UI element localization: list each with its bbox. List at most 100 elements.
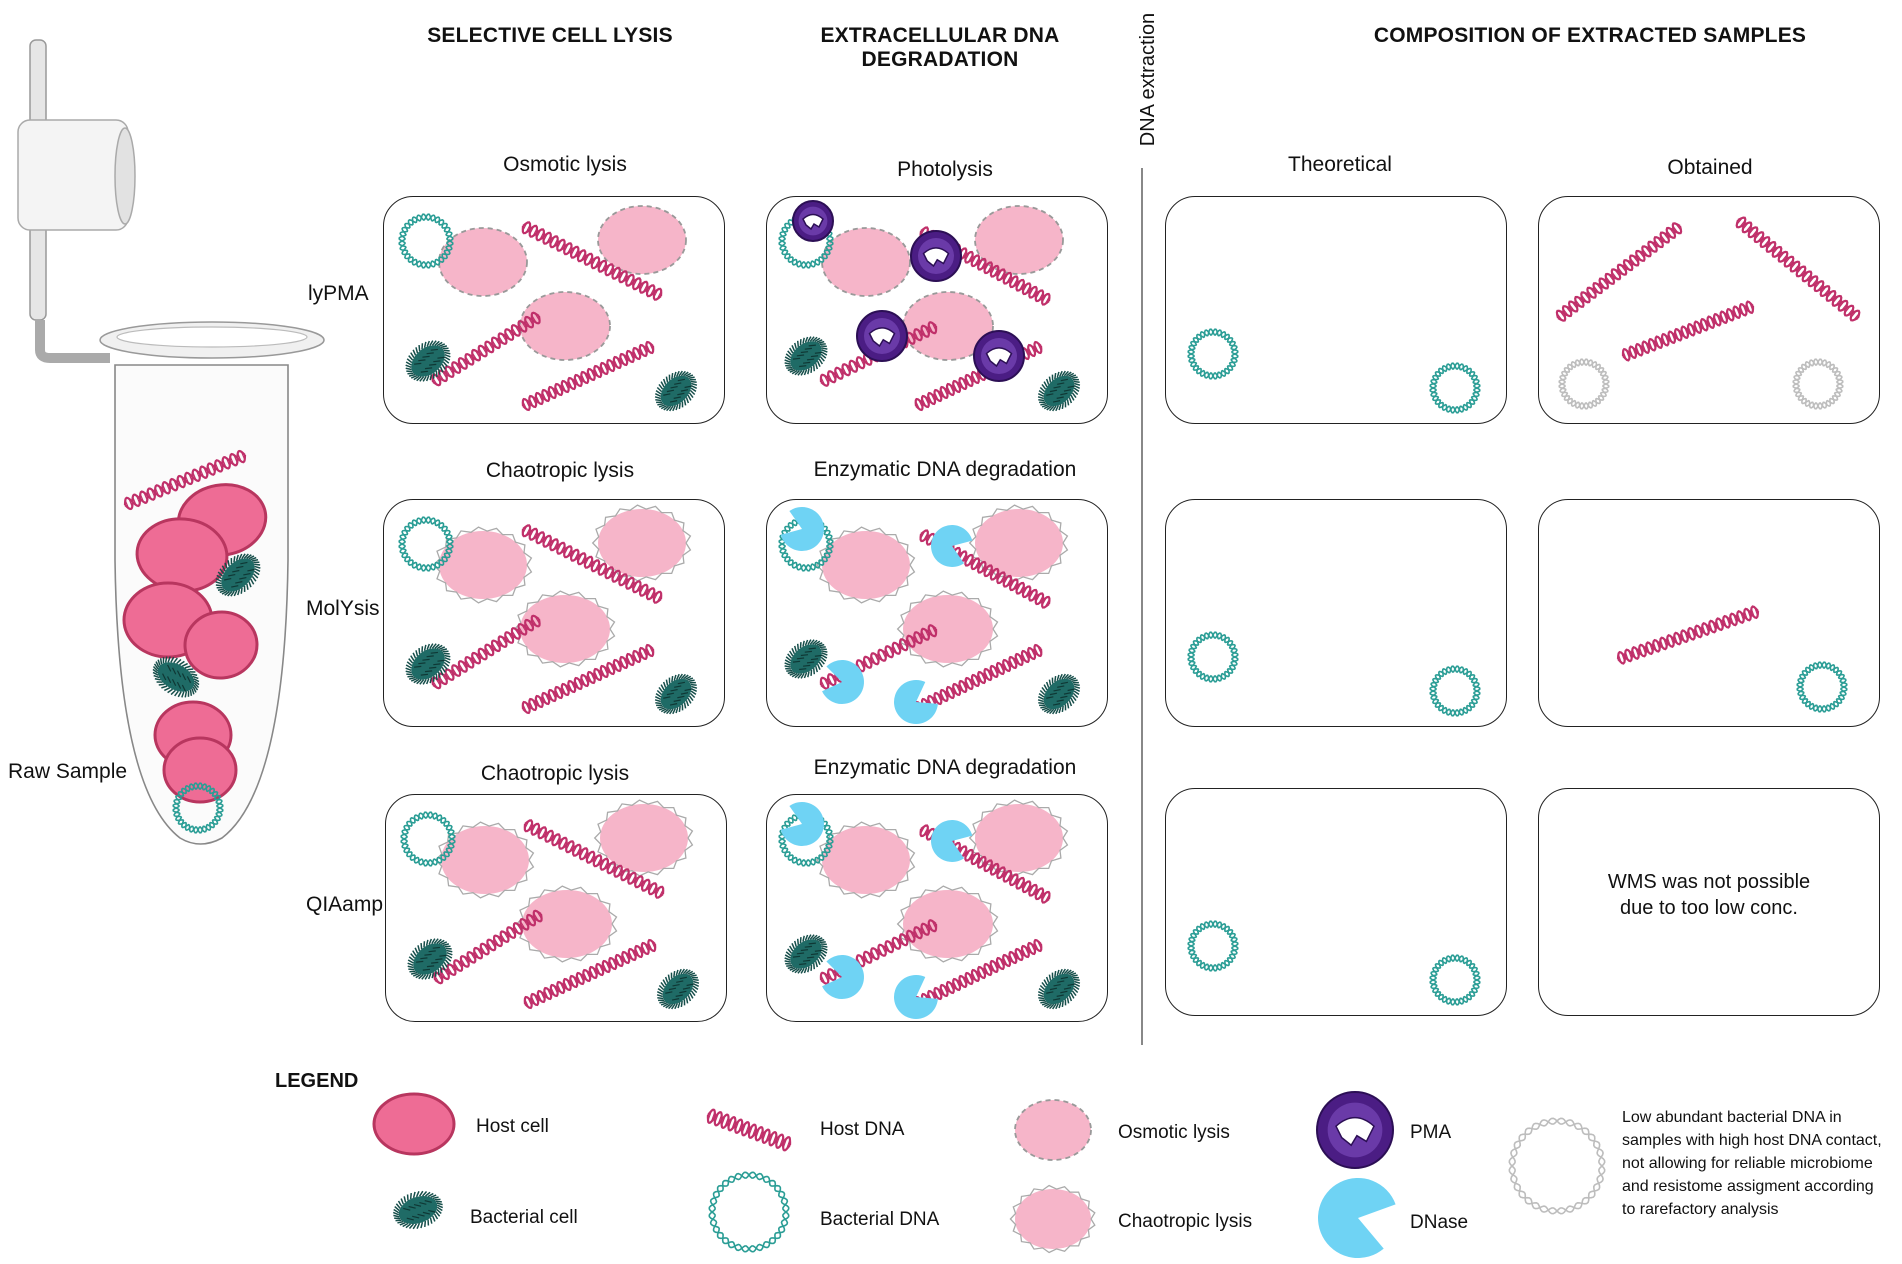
host-cell bbox=[597, 205, 687, 275]
host-dna bbox=[819, 919, 938, 985]
wms-not-possible-message: WMS was not possible due to too low conc… bbox=[1607, 871, 1811, 919]
host-cell bbox=[162, 736, 238, 804]
row-label-qiaamp: QIAamp bbox=[306, 893, 384, 916]
bacterial-cell bbox=[654, 673, 698, 715]
dnase-enzyme bbox=[780, 507, 824, 552]
row-label-lypma: lyPMA bbox=[308, 282, 369, 305]
bacterial-dna bbox=[400, 811, 456, 867]
host-dna bbox=[431, 311, 541, 387]
row2-degradation-label: Enzymatic DNA degradation bbox=[813, 458, 1077, 481]
host-dna bbox=[523, 819, 665, 899]
pma-molecule bbox=[792, 200, 834, 242]
bacterial-dna bbox=[1429, 665, 1481, 717]
host-dna bbox=[1735, 216, 1861, 322]
panel-lypma-theoretical bbox=[1165, 196, 1507, 424]
legend-bacterial-cell-label: Bacterial cell bbox=[470, 1207, 578, 1228]
row3-degradation-label: Enzymatic DNA degradation bbox=[813, 756, 1077, 779]
panel-lypma-obtained bbox=[1538, 196, 1880, 424]
bacterial-cell bbox=[152, 656, 200, 698]
bacterial-dna bbox=[398, 213, 454, 269]
host-cell bbox=[902, 291, 994, 361]
legend-osmotic-lysis-label: Osmotic lysis bbox=[1118, 1122, 1230, 1143]
host-cell bbox=[815, 526, 916, 604]
host-dna bbox=[123, 449, 247, 511]
bacterial-cell bbox=[1037, 673, 1081, 715]
dnase-enzyme bbox=[780, 802, 824, 847]
row2-lysis-label: Chaotropic lysis bbox=[485, 459, 635, 482]
host-cell bbox=[438, 227, 528, 297]
bacterial-dna bbox=[1429, 954, 1481, 1006]
host-cell bbox=[1014, 1099, 1092, 1161]
host-cell bbox=[974, 205, 1064, 275]
host-cell bbox=[896, 885, 999, 963]
host-cell bbox=[968, 504, 1069, 582]
dnase-enzyme bbox=[894, 680, 938, 724]
legend-note: Low abundant bacterial DNA in samples wi… bbox=[1622, 1109, 1882, 1218]
legend-host-dna-label: Host DNA bbox=[820, 1119, 905, 1140]
host-cell bbox=[593, 799, 694, 877]
host-cell bbox=[815, 821, 916, 899]
bacterial-cell bbox=[784, 336, 828, 376]
host-dna bbox=[1616, 605, 1760, 665]
dnase-enzyme bbox=[822, 954, 864, 999]
row1-degradation-label: Photolysis bbox=[897, 158, 993, 181]
bacterial-dna bbox=[1187, 631, 1239, 683]
legend-chaotropic-lysis-label: Chaotropic lysis bbox=[1118, 1211, 1253, 1232]
dnase-enzyme bbox=[931, 820, 973, 863]
panel-qiaamp-theoretical bbox=[1165, 788, 1507, 1016]
vertical-divider bbox=[1141, 168, 1143, 1045]
host-dna bbox=[521, 643, 655, 715]
pma-molecule bbox=[1316, 1091, 1394, 1169]
legend-dnase-label: DNase bbox=[1410, 1212, 1469, 1233]
host-dna bbox=[914, 643, 1043, 715]
bacterial-cell bbox=[1037, 968, 1081, 1010]
faded-bacterial-dna bbox=[1558, 358, 1610, 410]
host-dna bbox=[1555, 222, 1683, 322]
faded-bacterial-dna bbox=[1792, 358, 1844, 410]
panel-molysis-theoretical bbox=[1165, 499, 1507, 727]
host-dna bbox=[1621, 300, 1755, 362]
host-dna bbox=[706, 1108, 792, 1152]
bacterial-cell bbox=[392, 1190, 444, 1230]
panel-qiaamp-obtained: WMS was not possible due to too low conc… bbox=[1538, 788, 1880, 1016]
legend-bacterial-dna-label: Bacterial DNA bbox=[820, 1209, 940, 1230]
legend-faded-bacterial-dna bbox=[1508, 1117, 1606, 1215]
bacterial-dna bbox=[1187, 920, 1239, 972]
header-composition: COMPOSITION OF EXTRACTED SAMPLES bbox=[1373, 24, 1807, 47]
pma-molecule bbox=[910, 230, 962, 282]
bacterial-dna bbox=[398, 516, 454, 572]
bacterial-dna bbox=[708, 1171, 790, 1253]
host-dna bbox=[521, 221, 663, 301]
bacterial-dna bbox=[1796, 661, 1848, 713]
bacterial-cell bbox=[215, 553, 261, 597]
pma-molecule bbox=[856, 310, 908, 362]
bacterial-cell bbox=[654, 370, 698, 412]
header-selective-cell-lysis: SELECTIVE CELL LYSIS bbox=[427, 24, 673, 47]
host-dna bbox=[431, 614, 541, 690]
raw-sample-label: Raw Sample bbox=[8, 760, 128, 783]
header-extracellular-dna-degradation: EXTRACELLULAR DNA DEGRADATION bbox=[820, 24, 1060, 71]
host-cell bbox=[821, 227, 911, 297]
host-dna bbox=[433, 909, 543, 985]
host-dna bbox=[521, 524, 663, 604]
host-cell bbox=[896, 590, 999, 668]
host-cell bbox=[372, 1092, 456, 1156]
panel-molysis-obtained bbox=[1538, 499, 1880, 727]
theoretical-label: Theoretical bbox=[1288, 153, 1392, 176]
bacterial-dna bbox=[172, 782, 224, 834]
bacterial-cell bbox=[405, 643, 451, 685]
obtained-label: Obtained bbox=[1667, 156, 1753, 179]
row3-lysis-label: Chaotropic lysis bbox=[480, 762, 630, 785]
row-label-molysis: MolYsis bbox=[306, 597, 380, 620]
bacterial-cell bbox=[407, 938, 453, 980]
host-cell bbox=[591, 504, 692, 582]
dnase-enzyme bbox=[930, 525, 973, 567]
host-cell bbox=[519, 291, 611, 361]
row1-lysis-label: Osmotic lysis bbox=[503, 153, 627, 176]
bacterial-cell bbox=[656, 968, 700, 1010]
host-cell bbox=[1009, 1184, 1096, 1254]
dnase-enzyme bbox=[822, 660, 865, 705]
dnase-enzyme bbox=[894, 975, 938, 1020]
legend-host-cell-label: Host cell bbox=[476, 1116, 549, 1137]
